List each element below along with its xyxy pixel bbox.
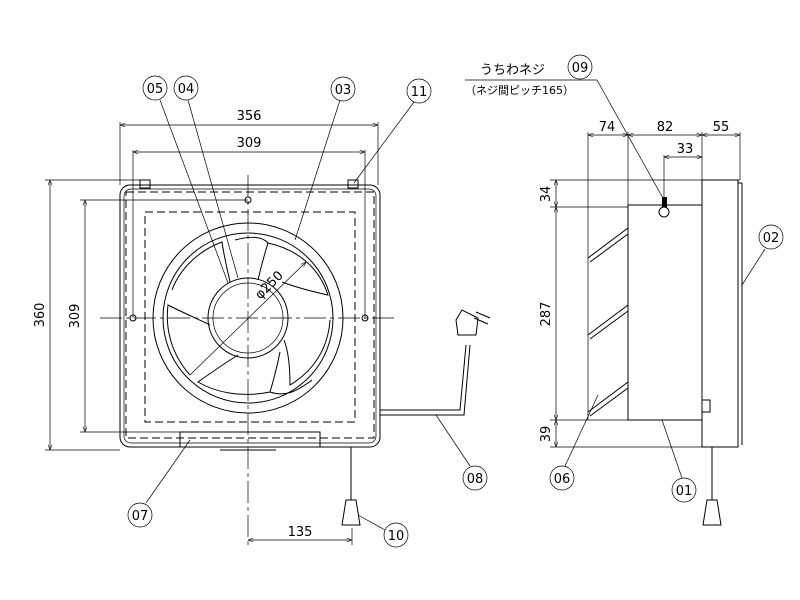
part-label-08: 08	[467, 472, 484, 487]
mounting-screw	[658, 206, 670, 218]
dim-depth-55: 55	[713, 120, 730, 135]
dim-cord-135: 135	[288, 525, 313, 540]
power-plug	[455, 309, 479, 336]
part-label-03: 03	[335, 83, 352, 98]
hook-left	[139, 179, 151, 189]
side-view: 74 82 55 33 34 287 39	[539, 120, 743, 526]
dim-depth-74: 74	[599, 120, 616, 135]
part-label-06: 06	[554, 472, 571, 487]
dim-height-360: 360	[33, 303, 48, 328]
front-panel	[701, 179, 739, 448]
screw-note-pitch: （ネジ間ピッチ165）	[465, 84, 574, 97]
dim-39: 39	[539, 426, 554, 443]
power-cord	[380, 344, 467, 411]
dim-33: 33	[677, 142, 694, 157]
outer-frame	[119, 184, 381, 448]
part-label-09: 09	[572, 61, 589, 76]
part-label-05: 05	[147, 82, 164, 97]
part-label-02: 02	[763, 231, 780, 246]
dim-depth-82: 82	[657, 120, 674, 135]
dashed-outline-inner	[144, 211, 356, 423]
hook-right	[347, 179, 359, 189]
frame-inner-edge	[123, 188, 377, 444]
bottom-tab	[179, 431, 321, 448]
part-label-04: 04	[178, 82, 195, 97]
dim-width-309: 309	[237, 136, 262, 151]
dim-width-356: 356	[237, 109, 262, 124]
dim-34: 34	[539, 186, 554, 203]
part-labels: 05 04 03 11 07 08 10 09 02 06 01	[127, 54, 784, 548]
part-label-10: 10	[388, 529, 405, 544]
dim-height-309: 309	[68, 304, 83, 329]
part-label-07: 07	[132, 509, 149, 524]
front-view: φ250 356 309 360 309 135	[33, 109, 491, 545]
louvers	[587, 227, 629, 417]
screw-note-title: うちわネジ	[480, 63, 545, 78]
fan-blades	[166, 236, 331, 395]
part-label-11: 11	[411, 85, 428, 100]
dashed-outline-outer	[125, 191, 375, 439]
side-pull-cord-knob	[702, 499, 722, 526]
dim-287: 287	[539, 302, 554, 327]
motor-body	[627, 204, 703, 421]
pull-cord-knob	[341, 499, 361, 526]
part-label-01: 01	[676, 484, 693, 499]
